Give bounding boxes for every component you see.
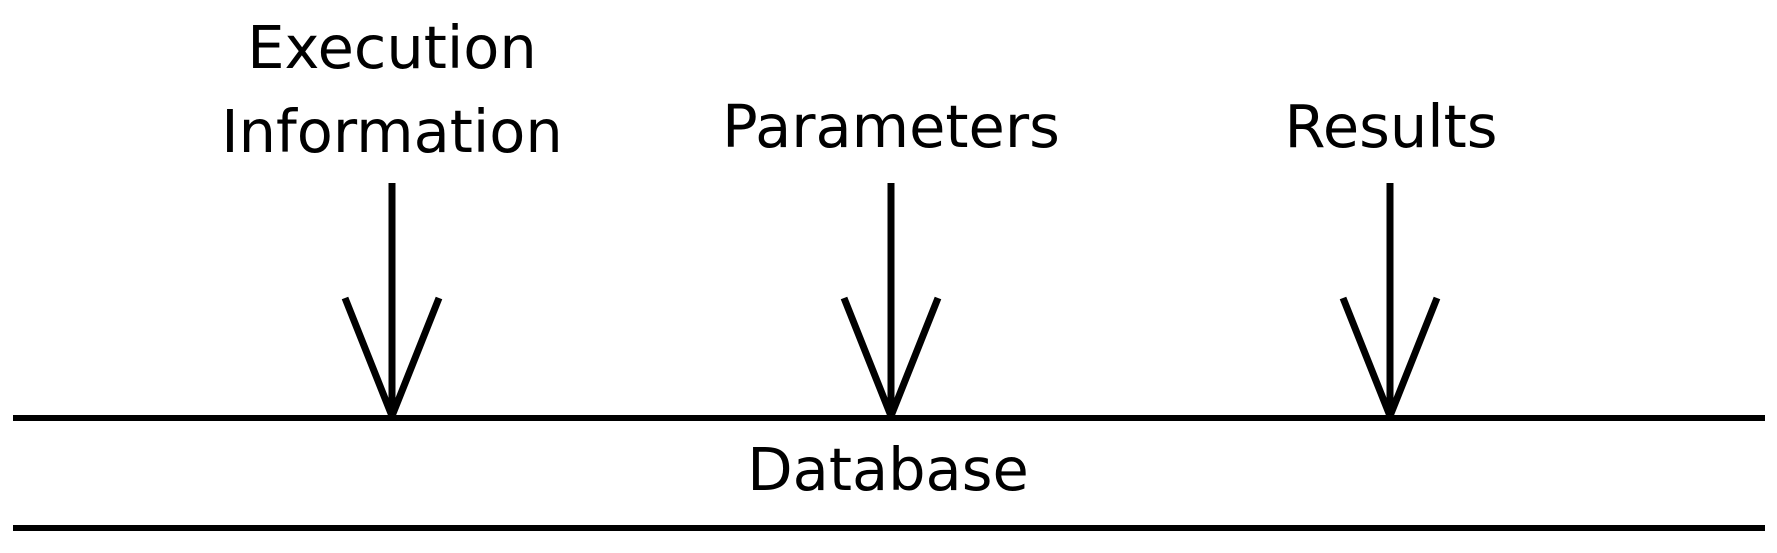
arrow-parameters [840,183,942,418]
arrow-execution-information [341,183,443,418]
label-parameters: Parameters [722,92,1060,161]
label-results: Results [1284,92,1498,161]
label-execution-information: Execution Information [221,13,563,166]
label-database: Database [747,435,1029,504]
database-shape [13,415,1765,531]
arrow-results [1339,183,1441,418]
